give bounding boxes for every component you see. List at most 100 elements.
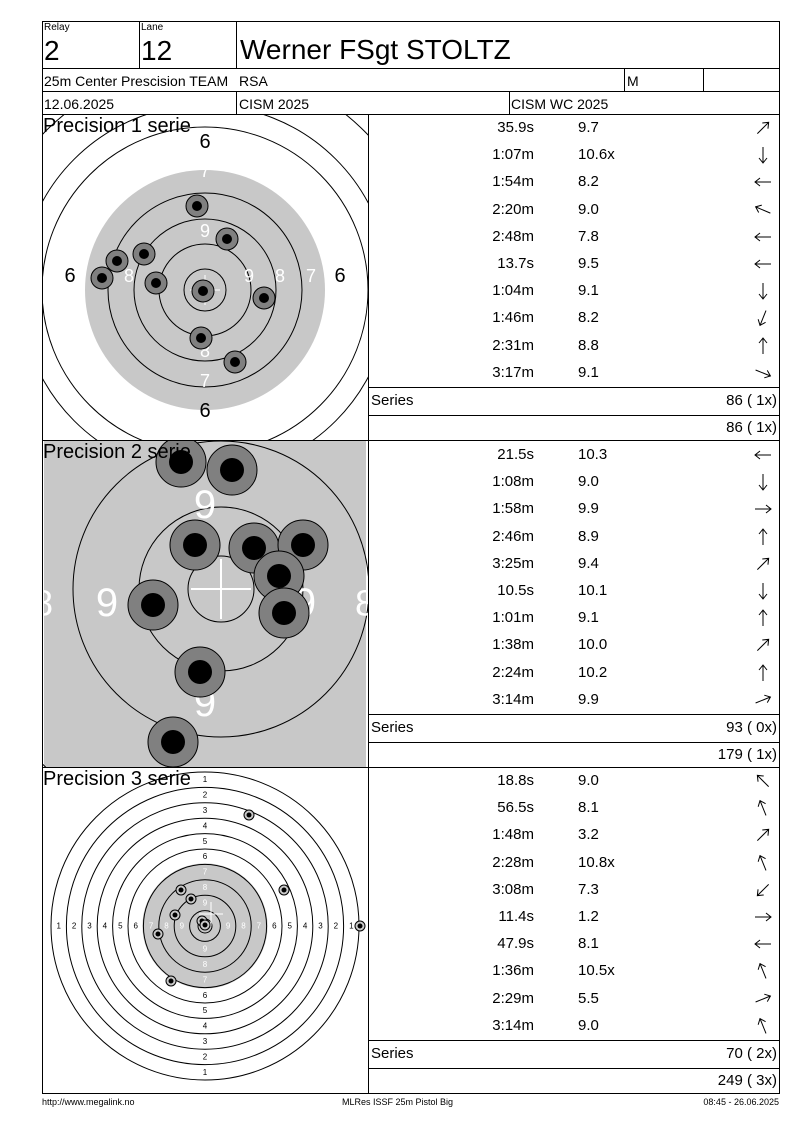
shot-time: 1:07m bbox=[492, 146, 534, 164]
shot-hole bbox=[246, 812, 252, 818]
relay-label: Relay bbox=[44, 22, 70, 33]
shot-score: 10.0 bbox=[578, 636, 608, 654]
ring-label: 2 bbox=[72, 922, 77, 931]
cumulative-total: 86 ( 1x) bbox=[726, 419, 777, 436]
shot-hole bbox=[357, 923, 363, 929]
shot-time: 21.5s bbox=[497, 446, 534, 463]
ring-label: 2 bbox=[203, 791, 208, 800]
series-title: Precision 1 serie bbox=[43, 115, 191, 137]
arrow-icon bbox=[758, 663, 768, 681]
footer-timestamp: 08:45 - 26.06.2025 bbox=[703, 1097, 779, 1107]
shot-time: 13.7s bbox=[497, 255, 534, 272]
ring-label: 2 bbox=[334, 922, 339, 931]
cumulative-total: 249 ( 3x) bbox=[717, 1072, 777, 1089]
series-total: 86 ( 1x) bbox=[726, 392, 777, 409]
ring-label: 9 bbox=[200, 221, 210, 241]
relay-value: 2 bbox=[44, 35, 60, 66]
ring-label: 8 bbox=[275, 266, 285, 286]
ring-label: 8 bbox=[355, 583, 368, 624]
shot-time: 2:46m bbox=[492, 527, 534, 545]
arrow-icon bbox=[758, 283, 768, 300]
ring-label: 9 bbox=[244, 266, 254, 286]
ring-label: 7 bbox=[200, 161, 210, 181]
shot-score: 9.9 bbox=[578, 500, 599, 518]
ring-label: 8 bbox=[203, 960, 208, 969]
shot-score: 7.3 bbox=[578, 880, 599, 898]
series-total: 70 ( 2x) bbox=[726, 1045, 777, 1062]
shot-hole bbox=[172, 912, 178, 918]
shot-score: 9.1 bbox=[578, 363, 599, 381]
cumulative-total-row: 179 ( 1x) bbox=[369, 742, 780, 769]
shot-time: 11.4s bbox=[498, 908, 534, 925]
shot-time: 2:31m bbox=[492, 336, 534, 354]
ring-label: 4 bbox=[103, 922, 108, 931]
arrow-icon bbox=[754, 232, 771, 242]
arrow-icon bbox=[754, 259, 771, 269]
shot-hole bbox=[259, 293, 269, 303]
shot-time: 2:29m bbox=[492, 989, 534, 1007]
arrow-icon bbox=[758, 147, 768, 164]
ring-label: 6 bbox=[203, 991, 208, 1000]
shot-hole bbox=[222, 234, 232, 244]
shot-score: 3.2 bbox=[578, 826, 599, 844]
ring-label: 9 bbox=[203, 898, 208, 907]
ring bbox=[189, 910, 221, 942]
footer-url[interactable]: http://www.megalink.no bbox=[42, 1097, 135, 1107]
arrow-icon bbox=[758, 474, 768, 491]
shot-hole bbox=[169, 450, 193, 474]
match-date: 12.06.2025 bbox=[44, 96, 115, 112]
score-card bbox=[42, 21, 780, 1094]
ring-label: 6 bbox=[203, 852, 208, 861]
shot-hole bbox=[183, 533, 207, 557]
shot-row: 1:38m 10.0 bbox=[369, 632, 780, 659]
shooter-name: Werner FSgt STOLTZ bbox=[240, 34, 511, 65]
shot-time: 1:08m bbox=[492, 473, 534, 491]
target-panel-2: 999988 Precision 2 serie bbox=[43, 441, 368, 767]
ring-label: 4 bbox=[303, 922, 308, 931]
series-label: Series bbox=[371, 719, 414, 736]
shot-time: 1:38m bbox=[492, 636, 534, 654]
ring-label: 7 bbox=[257, 922, 262, 931]
arrow-icon bbox=[755, 993, 772, 1003]
ring-label: 7 bbox=[306, 266, 316, 286]
shot-hole bbox=[139, 249, 149, 259]
shot-time: 1:04m bbox=[492, 282, 534, 300]
shot-score: 9.9 bbox=[578, 690, 599, 708]
cumulative-total: 179 ( 1x) bbox=[717, 746, 777, 763]
ring-label: 4 bbox=[203, 1022, 208, 1031]
shot-score: 9.4 bbox=[578, 554, 599, 572]
shot-score: 8.1 bbox=[578, 799, 599, 817]
event-name: 25m Center Prescision TEAM bbox=[44, 73, 229, 89]
shot-time: 1:48m bbox=[492, 826, 534, 844]
shot-row: 1:48m 3.2 bbox=[369, 822, 780, 849]
arrow-icon bbox=[755, 912, 772, 922]
cumulative-total-row: 86 ( 1x) bbox=[369, 415, 780, 442]
ring bbox=[107, 192, 303, 388]
ring bbox=[127, 848, 283, 1004]
target-2: 999988 bbox=[43, 441, 368, 767]
ring-label: 1 bbox=[56, 922, 61, 931]
shot-score: 7.8 bbox=[578, 227, 599, 245]
shot-score: 5.5 bbox=[578, 989, 599, 1007]
shot-hole bbox=[112, 256, 122, 266]
ring-label: 6 bbox=[199, 131, 210, 153]
ring bbox=[72, 441, 368, 738]
shot-time: 3:08m bbox=[492, 880, 534, 898]
